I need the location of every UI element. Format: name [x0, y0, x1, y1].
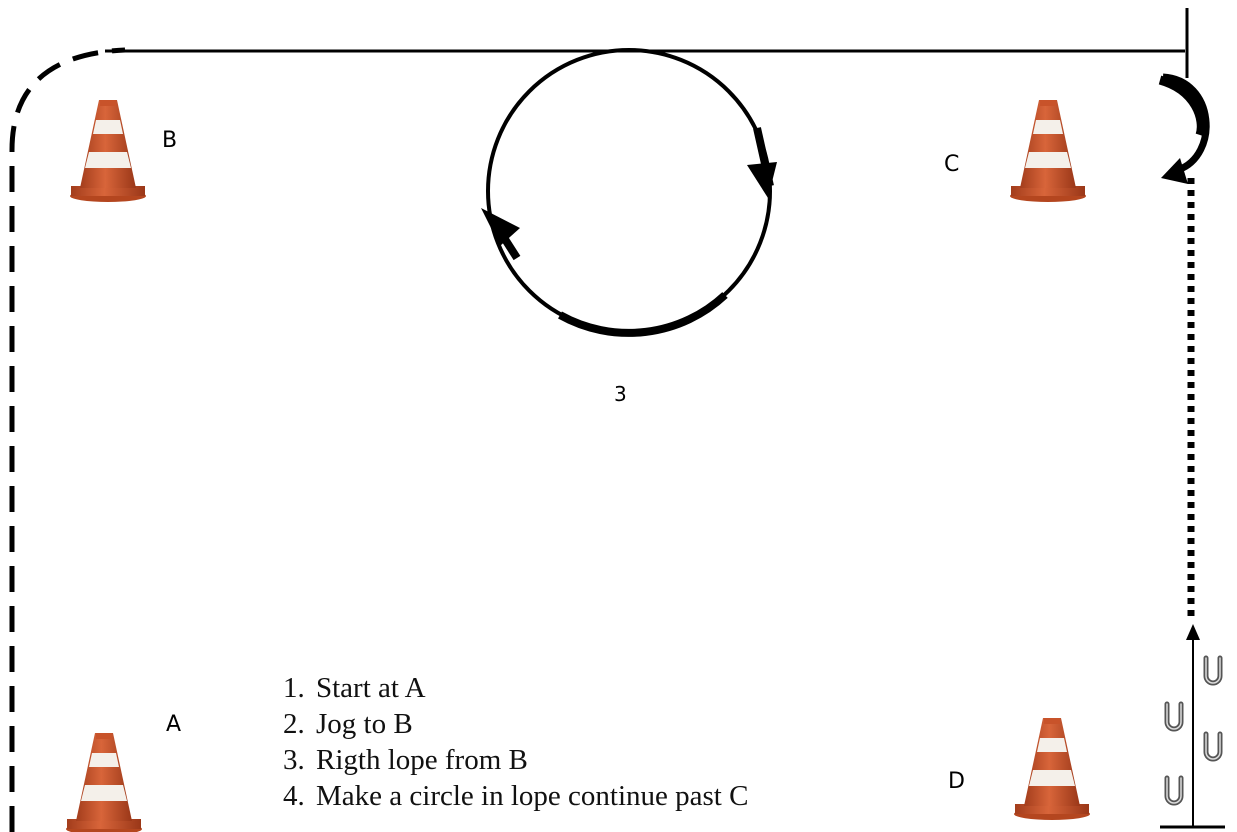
- cone-a-icon: [66, 733, 142, 832]
- step-item: Rigth lope from B: [312, 742, 748, 778]
- step-item: Jog to B: [312, 706, 748, 742]
- cone-b-icon: [70, 100, 146, 202]
- cone-c-icon: [1010, 100, 1086, 202]
- cone-b-label: B: [162, 128, 178, 153]
- cone-a-label: A: [166, 712, 182, 737]
- turn-arrow: [1158, 73, 1210, 184]
- cone-d-label: D: [948, 769, 965, 794]
- lope-circle: [481, 48, 777, 337]
- jog-path: [9, 47, 126, 832]
- circle-arrow-right: [747, 162, 777, 198]
- circle-arrow-left: [481, 208, 520, 246]
- step-item: Start at A: [312, 670, 748, 706]
- circle-label: 3: [614, 382, 627, 406]
- start-arrow-head: [1186, 624, 1200, 640]
- cone-d-icon: [1014, 718, 1090, 820]
- instruction-list: Start at A Jog to B Rigth lope from B Ma…: [262, 670, 748, 814]
- horseshoe-icon: [1206, 734, 1220, 759]
- horseshoe-icon: [1206, 658, 1220, 683]
- step-item: Make a circle in lope continue past C: [312, 778, 748, 814]
- horseshoe-icon: [1167, 778, 1181, 803]
- horseshoe-icon: [1167, 704, 1181, 729]
- cone-c-label: C: [944, 152, 960, 177]
